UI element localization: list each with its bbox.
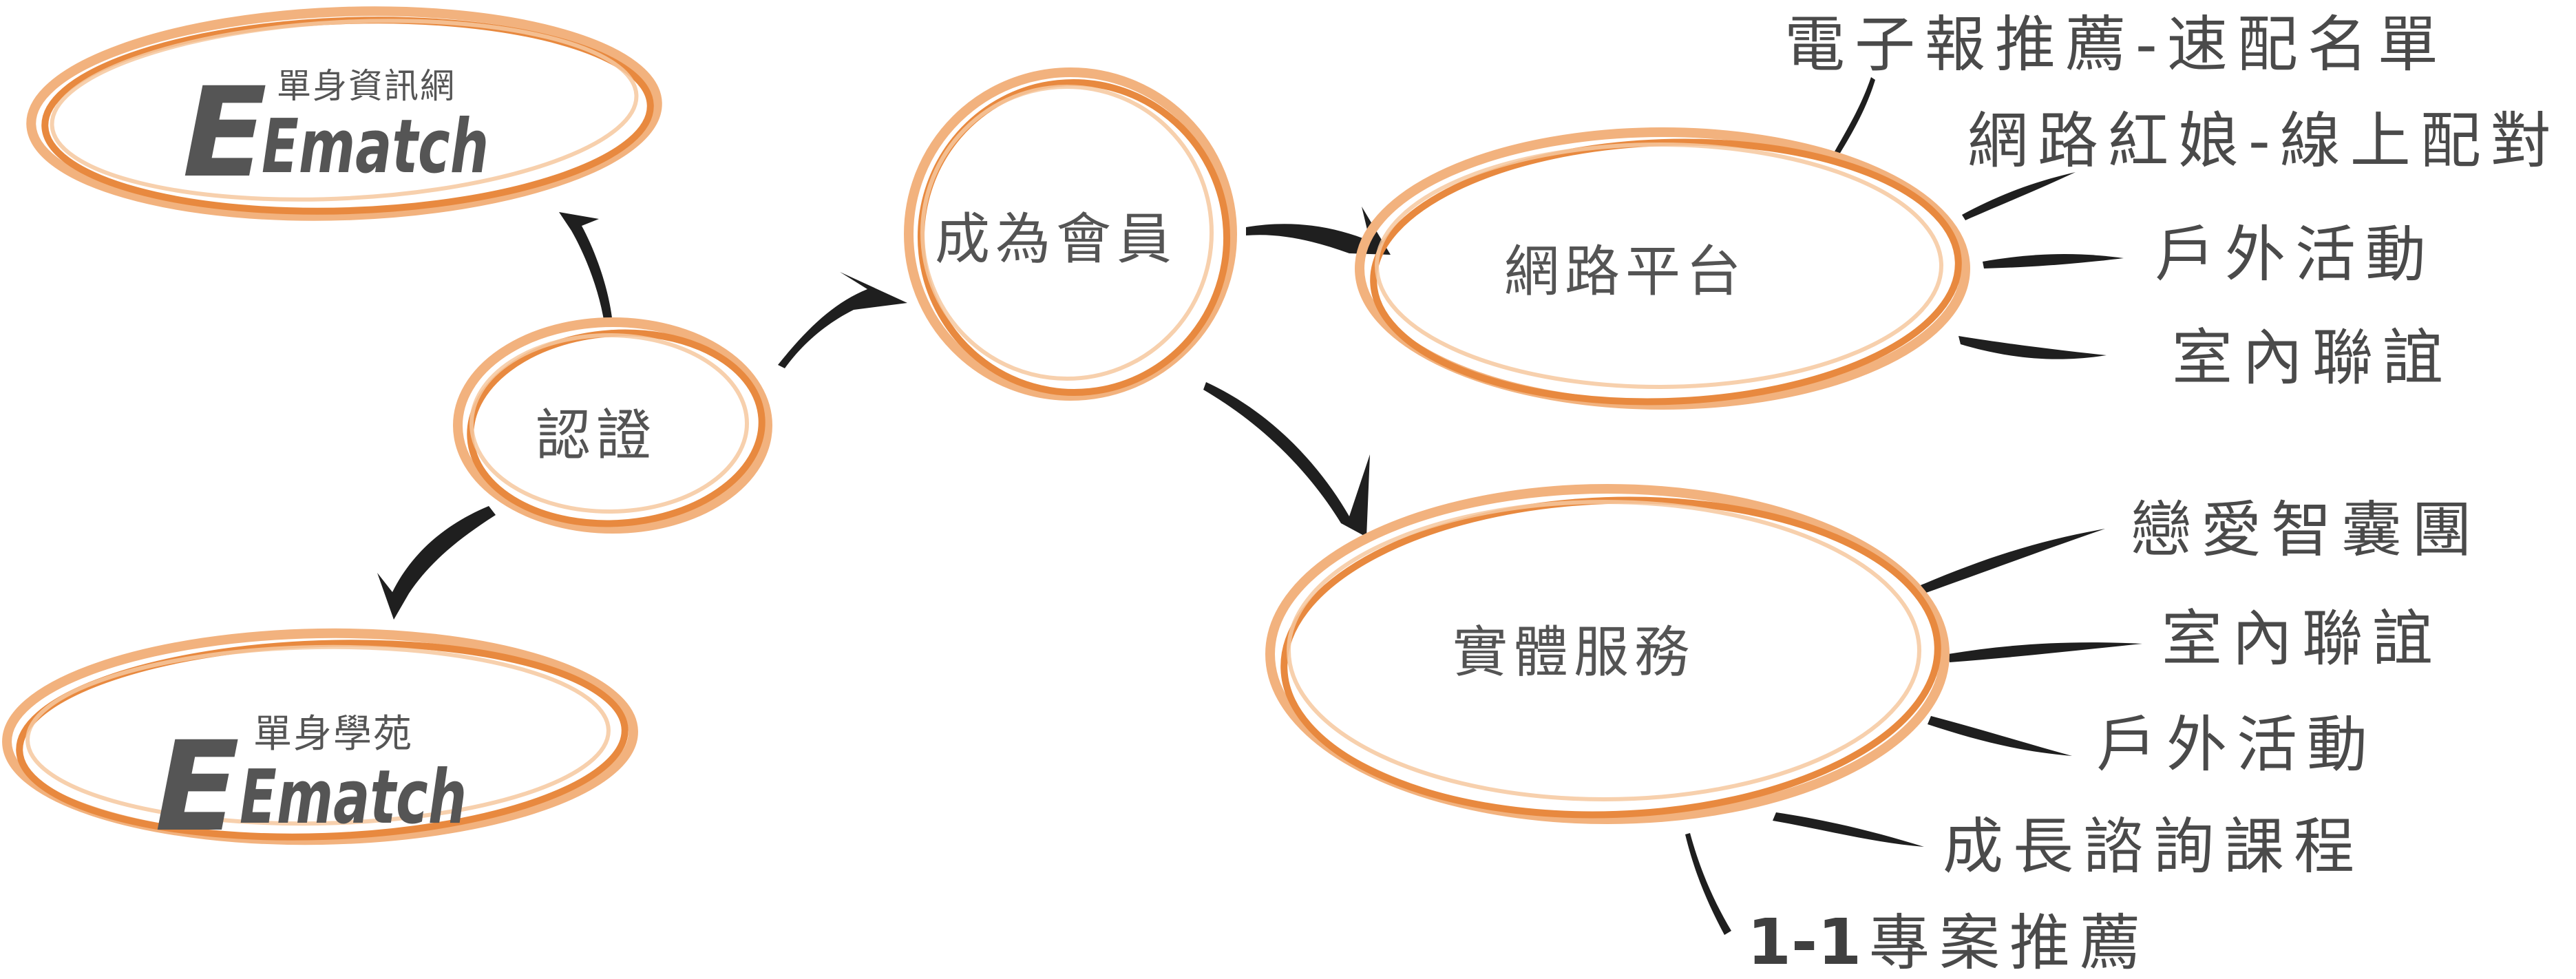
connectors: [377, 77, 2142, 935]
online-branch-label[interactable]: 戶外活動: [2155, 219, 2436, 290]
connector-online-b2: [1962, 172, 2076, 220]
physical-branches: 戀愛智囊團 室內聯誼 戶外活動 成長諮詢課程 1-1 專案推薦: [1747, 494, 2482, 979]
online-platform-node[interactable]: 網路平台: [1355, 127, 1970, 412]
special-branch-text: 專案推薦: [1869, 907, 2150, 978]
connector-physical-b3: [1928, 716, 2072, 756]
ematch-academy-node[interactable]: E Ematch 單身學苑: [2, 628, 638, 859]
connector-member-to-online: [1246, 207, 1391, 255]
physical-special-branch[interactable]: 1-1 專案推薦: [1747, 905, 2150, 979]
online-branch-label[interactable]: 電子報推薦-速配名單: [1784, 9, 2448, 80]
ematch-net-brand: Ematch: [262, 104, 489, 190]
special-branch-prefix: 1-1: [1747, 905, 1861, 979]
ematch-net-node[interactable]: E Ematch 單身資訊網: [26, 1, 662, 227]
connector-certify-to-member: [778, 272, 907, 368]
physical-branch-label[interactable]: 成長諮詢課程: [1943, 811, 2364, 882]
connector-physical-b1: [1921, 529, 2105, 593]
physical-services-label: 實體服務: [1453, 620, 1695, 684]
physical-branch-label[interactable]: 室內聯誼: [2162, 603, 2442, 674]
connector-physical-b5: [1685, 833, 1731, 935]
online-branch-label[interactable]: 網路紅娘-線上配對: [1967, 105, 2561, 176]
online-platform-label: 網路平台: [1504, 240, 1746, 304]
physical-services-node[interactable]: 實體服務: [1265, 484, 1950, 825]
online-branches: 電子報推薦-速配名單 網路紅娘-線上配對 戶外活動 室內聯誼: [1784, 9, 2561, 393]
connector-online-b4: [1959, 336, 2107, 359]
physical-branch-label[interactable]: 戀愛智囊團: [2131, 494, 2482, 565]
connector-certify-to-net: [559, 212, 613, 324]
connector-member-to-physical: [1203, 382, 1370, 537]
ematch-net-brand-big-e: E: [182, 61, 267, 205]
connector-online-b3: [1983, 253, 2124, 269]
connector-physical-b2: [1948, 642, 2142, 662]
certification-node[interactable]: 認證: [453, 317, 772, 534]
connector-certify-to-academy: [377, 506, 496, 620]
membership-node[interactable]: 成為會員: [904, 67, 1243, 408]
connector-online-b1: [1835, 77, 1875, 154]
ematch-net-subtitle: 單身資訊網: [277, 66, 456, 106]
ematch-academy-subtitle: 單身學苑: [253, 712, 413, 757]
physical-branch-label[interactable]: 戶外活動: [2096, 709, 2377, 780]
membership-label: 成為會員: [935, 207, 1177, 271]
connector-physical-b4: [1773, 812, 1924, 847]
online-branch-label[interactable]: 室內聯誼: [2172, 322, 2453, 393]
certification-label: 認證: [536, 403, 657, 467]
ematch-academy-brand-big-e: E: [155, 715, 240, 859]
ematch-academy-brand: Ematch: [240, 755, 467, 841]
